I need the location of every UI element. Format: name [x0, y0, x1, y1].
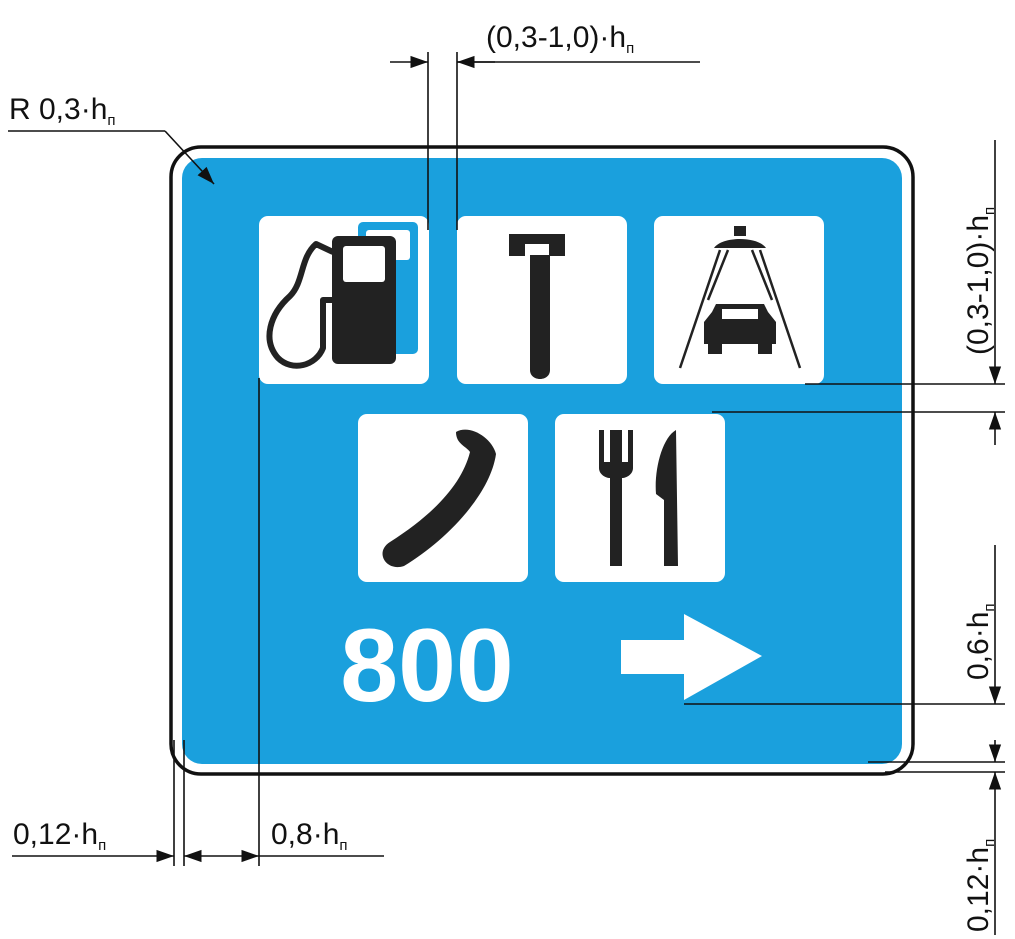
panel-food — [555, 414, 725, 582]
distance-number: 800 — [340, 608, 514, 724]
label-symbol-gap-top: (0,3-1,0)·hп — [486, 21, 634, 57]
right-arrow-icon — [621, 614, 762, 700]
dim-distance-height — [684, 545, 1005, 705]
label-corner-radius: R 0,3·hп — [9, 93, 116, 129]
label-border-bottom: 0,12·hп — [962, 839, 998, 932]
label-distance-height: 0,6·hп — [962, 603, 998, 680]
dim-border-bottom — [868, 740, 1005, 935]
label-margin-left: 0,8·hп — [271, 818, 348, 854]
telephone-icon — [382, 429, 496, 568]
label-border-left: 0,12·hп — [13, 818, 106, 854]
dim-symbol-gap-right — [712, 140, 1005, 445]
panel-carwash — [654, 216, 824, 384]
dim-corner-radius — [8, 130, 215, 185]
fuel-pump-icon — [266, 222, 418, 369]
dim-border-left — [12, 378, 384, 866]
wrench-icon — [509, 234, 565, 379]
dim-symbol-gap-top — [390, 52, 700, 230]
fork-knife-icon — [599, 430, 678, 566]
car-wash-icon — [678, 226, 802, 369]
label-symbol-gap-right: (0,3-1,0)·hп — [962, 207, 998, 355]
